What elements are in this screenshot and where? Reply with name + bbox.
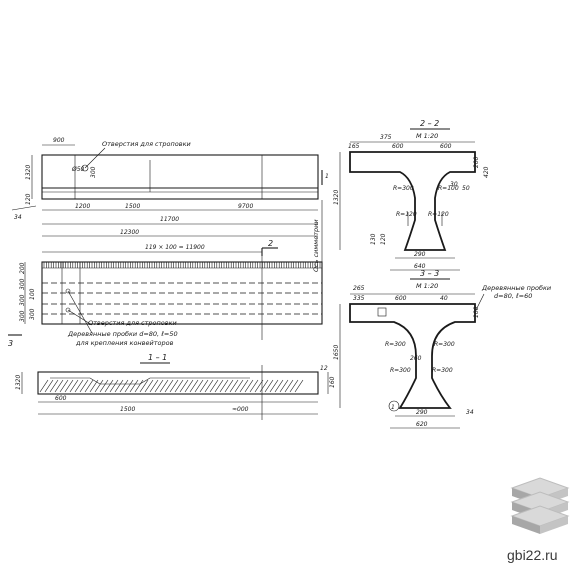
site-name: gbi22.ru <box>507 547 558 563</box>
dim-label: 100 <box>29 288 36 300</box>
dim-label: 160 <box>329 376 336 388</box>
dim-label: R=300 <box>385 341 406 348</box>
dim-label: 30 <box>450 181 458 188</box>
section-title: 3 – 3 <box>420 269 439 278</box>
dim-label: 300 <box>90 166 97 178</box>
dim-label: R=120 <box>428 211 449 218</box>
dim-label: 34 <box>14 214 22 221</box>
note-lifting-holes: Отверстия для строповки <box>102 140 191 148</box>
section-title: 2 – 2 <box>420 119 439 128</box>
dim-label: R=100 <box>438 185 459 192</box>
dim-label: 1320 <box>25 165 32 180</box>
dim-label: 420 <box>483 166 490 178</box>
dim-label: 290 <box>414 251 426 258</box>
dim-label: 1200 <box>75 203 90 210</box>
dim-label: 1650 <box>333 345 340 360</box>
section-2-2: 2 – 2 М 1:20 375 165 600 600 1320 R=300 … <box>333 119 490 271</box>
dim-label: 130 <box>370 233 377 245</box>
section-1-1: 1 – 1 1320 600 1500 ≈000 12 160 <box>15 353 336 420</box>
section-title: 1 – 1 <box>148 353 167 362</box>
dim-label: 50 <box>462 185 470 192</box>
section-scale: М 1:20 <box>416 132 438 140</box>
dim-label: R=300 <box>393 185 414 192</box>
dim-label: 335 <box>353 295 365 302</box>
dim-label: 300 <box>19 294 26 306</box>
axis-note: Ось симметрии <box>312 219 320 272</box>
stacked-blocks-icon <box>510 477 570 534</box>
dim-label: ≈000 <box>232 406 249 413</box>
section-scale: М 1:20 <box>416 282 438 290</box>
dim-label: 300 <box>19 278 26 290</box>
svg-text:1: 1 <box>325 173 329 180</box>
dim-label: 40 <box>440 295 448 302</box>
dim-label: 11700 <box>160 216 179 223</box>
dim-label: R=300 <box>390 367 411 374</box>
dim-label: 1500 <box>120 406 135 413</box>
dim-label: 120 <box>380 233 387 245</box>
section-3-3: 3 – 3 М 1:20 265 335 600 40 100 1650 R=3… <box>333 269 551 429</box>
dim-label: 1320 <box>15 375 22 390</box>
dim-label: Ø50 <box>71 166 85 173</box>
dim-label: 300 <box>29 308 36 320</box>
dim-label: 640 <box>414 263 426 270</box>
dim-label: 100 <box>473 306 480 318</box>
dim-label: 120 <box>25 193 32 205</box>
dim-label: 600 <box>55 395 67 402</box>
elevation-view: 2 3 200 300 300 300 100 300 119 × 100 = … <box>8 200 323 348</box>
dim-label: 165 <box>348 143 360 150</box>
dim-label: 290 <box>416 409 428 416</box>
dim-label: 600 <box>392 143 404 150</box>
dim-label: 620 <box>416 421 428 428</box>
dim-label: 12 <box>320 365 328 372</box>
dim-label: 9700 <box>238 203 253 210</box>
dim-label: 375 <box>380 134 392 141</box>
cut-marker-3: 3 <box>8 339 13 348</box>
dim-label: 1320 <box>333 190 340 205</box>
dim-label: 12300 <box>120 229 139 236</box>
top-view: 1 900 1320 Ø50 300 120 1200 1500 11700 9… <box>11 137 329 237</box>
note-wood-plugs-size: d=80, ℓ=60 <box>494 292 532 300</box>
note-wood-plugs: Деревянные пробки <box>481 284 551 292</box>
note-wood-plugs: Деревянные пробки d=80, ℓ=50 <box>67 330 178 338</box>
dim-label: R=300 <box>432 367 453 374</box>
dim-label: 1500 <box>125 203 140 210</box>
section-marker: 1 <box>391 404 395 411</box>
dim-label: 265 <box>353 285 365 292</box>
dim-label: R=300 <box>434 341 455 348</box>
dim-label: 260 <box>410 355 422 362</box>
dim-label: 600 <box>440 143 452 150</box>
dim-label: 900 <box>53 137 65 144</box>
cut-marker-2: 2 <box>268 239 273 248</box>
note-wood-plugs-purpose: для крепления конвейторов <box>75 339 174 347</box>
site-logo: gbi22.ru <box>507 477 570 563</box>
dim-label: 300 <box>19 310 26 322</box>
dim-spacing: 119 × 100 = 11900 <box>145 244 205 251</box>
dim-label: 34 <box>466 409 474 416</box>
note-lifting-holes: Отверстия для строповки <box>88 319 177 327</box>
dim-label: 600 <box>395 295 407 302</box>
dim-label: 200 <box>473 156 480 168</box>
dim-label: R=120 <box>396 211 417 218</box>
dim-label: 200 <box>19 262 26 274</box>
